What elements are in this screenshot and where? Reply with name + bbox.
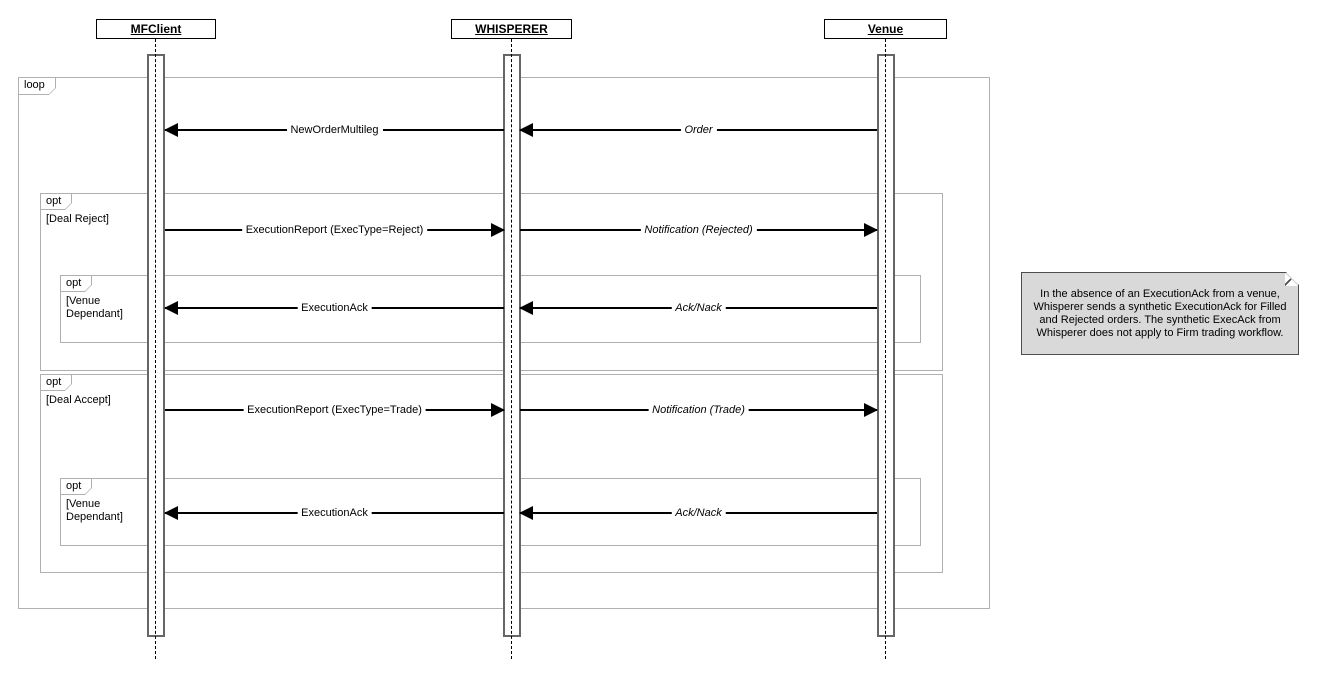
actor-label-whisperer: WHISPERER <box>475 22 548 36</box>
actor-label-venue: Venue <box>867 22 904 36</box>
message-label: Ack/Nack <box>671 302 726 314</box>
arrowhead-left-icon <box>164 506 178 520</box>
opt-operator-label: opt <box>41 375 71 390</box>
arrowhead-right-icon <box>864 403 878 417</box>
arrowhead-right-icon <box>864 223 878 237</box>
message-label: NewOrderMultileg <box>286 124 383 136</box>
opt-fragment-venue-dependant-2: opt [Venue Dependant] <box>60 478 921 546</box>
message-label: ExecutionReport (ExecType=Trade) <box>243 404 426 416</box>
actor-box-whisperer: WHISPERER <box>451 19 572 39</box>
arrowhead-left-icon <box>519 506 533 520</box>
arrowhead-left-icon <box>519 123 533 137</box>
arrowhead-left-icon <box>164 123 178 137</box>
opt-operator-label: opt <box>61 276 91 291</box>
actor-box-venue: Venue <box>824 19 947 39</box>
message-label: ExecutionAck <box>297 302 372 314</box>
opt-operator-label: opt <box>61 479 91 494</box>
guard-label-deal-accept: [Deal Accept] <box>46 394 111 406</box>
guard-label-venue-dependant: [Venue Dependant] <box>66 498 123 523</box>
loop-operator-label: loop <box>19 78 55 94</box>
arrowhead-right-icon <box>491 403 505 417</box>
lifeline-mfclient <box>155 39 156 659</box>
arrowhead-left-icon <box>164 301 178 315</box>
opt-fragment-venue-dependant-1: opt [Venue Dependant] <box>60 275 921 343</box>
activation-bar-whisperer <box>503 54 521 637</box>
opt-fragment-tab: opt <box>60 478 92 495</box>
opt-fragment-deal-reject: opt [Deal Reject] <box>40 193 943 371</box>
actor-label-mfclient: MFClient <box>130 22 182 36</box>
opt-fragment-tab: opt <box>40 374 72 391</box>
message-label: ExecutionAck <box>297 507 372 519</box>
message-label: Order <box>680 124 717 136</box>
guard-label-venue-dependant: [Venue Dependant] <box>66 295 123 320</box>
activation-bar-mfclient <box>147 54 165 637</box>
opt-fragment-deal-accept: opt [Deal Accept] <box>40 374 943 573</box>
arrowhead-right-icon <box>491 223 505 237</box>
note: In the absence of an ExecutionAck from a… <box>1021 272 1299 355</box>
message-label: Notification (Trade) <box>648 404 749 416</box>
actor-box-mfclient: MFClient <box>96 19 216 39</box>
opt-fragment-tab: opt <box>40 193 72 210</box>
message-label: Ack/Nack <box>671 507 726 519</box>
opt-fragment-tab: opt <box>60 275 92 292</box>
arrowhead-left-icon <box>519 301 533 315</box>
guard-label-deal-reject: [Deal Reject] <box>46 213 109 225</box>
message-label: Notification (Rejected) <box>640 224 757 236</box>
lifeline-whisperer <box>511 39 512 659</box>
loop-fragment-tab: loop <box>18 77 56 95</box>
lifeline-venue <box>885 39 886 659</box>
note-fold-icon <box>1285 273 1298 286</box>
message-label: ExecutionReport (ExecType=Reject) <box>241 224 428 236</box>
activation-bar-venue <box>877 54 895 637</box>
note-text: In the absence of an ExecutionAck from a… <box>1033 287 1287 339</box>
opt-operator-label: opt <box>41 194 71 209</box>
